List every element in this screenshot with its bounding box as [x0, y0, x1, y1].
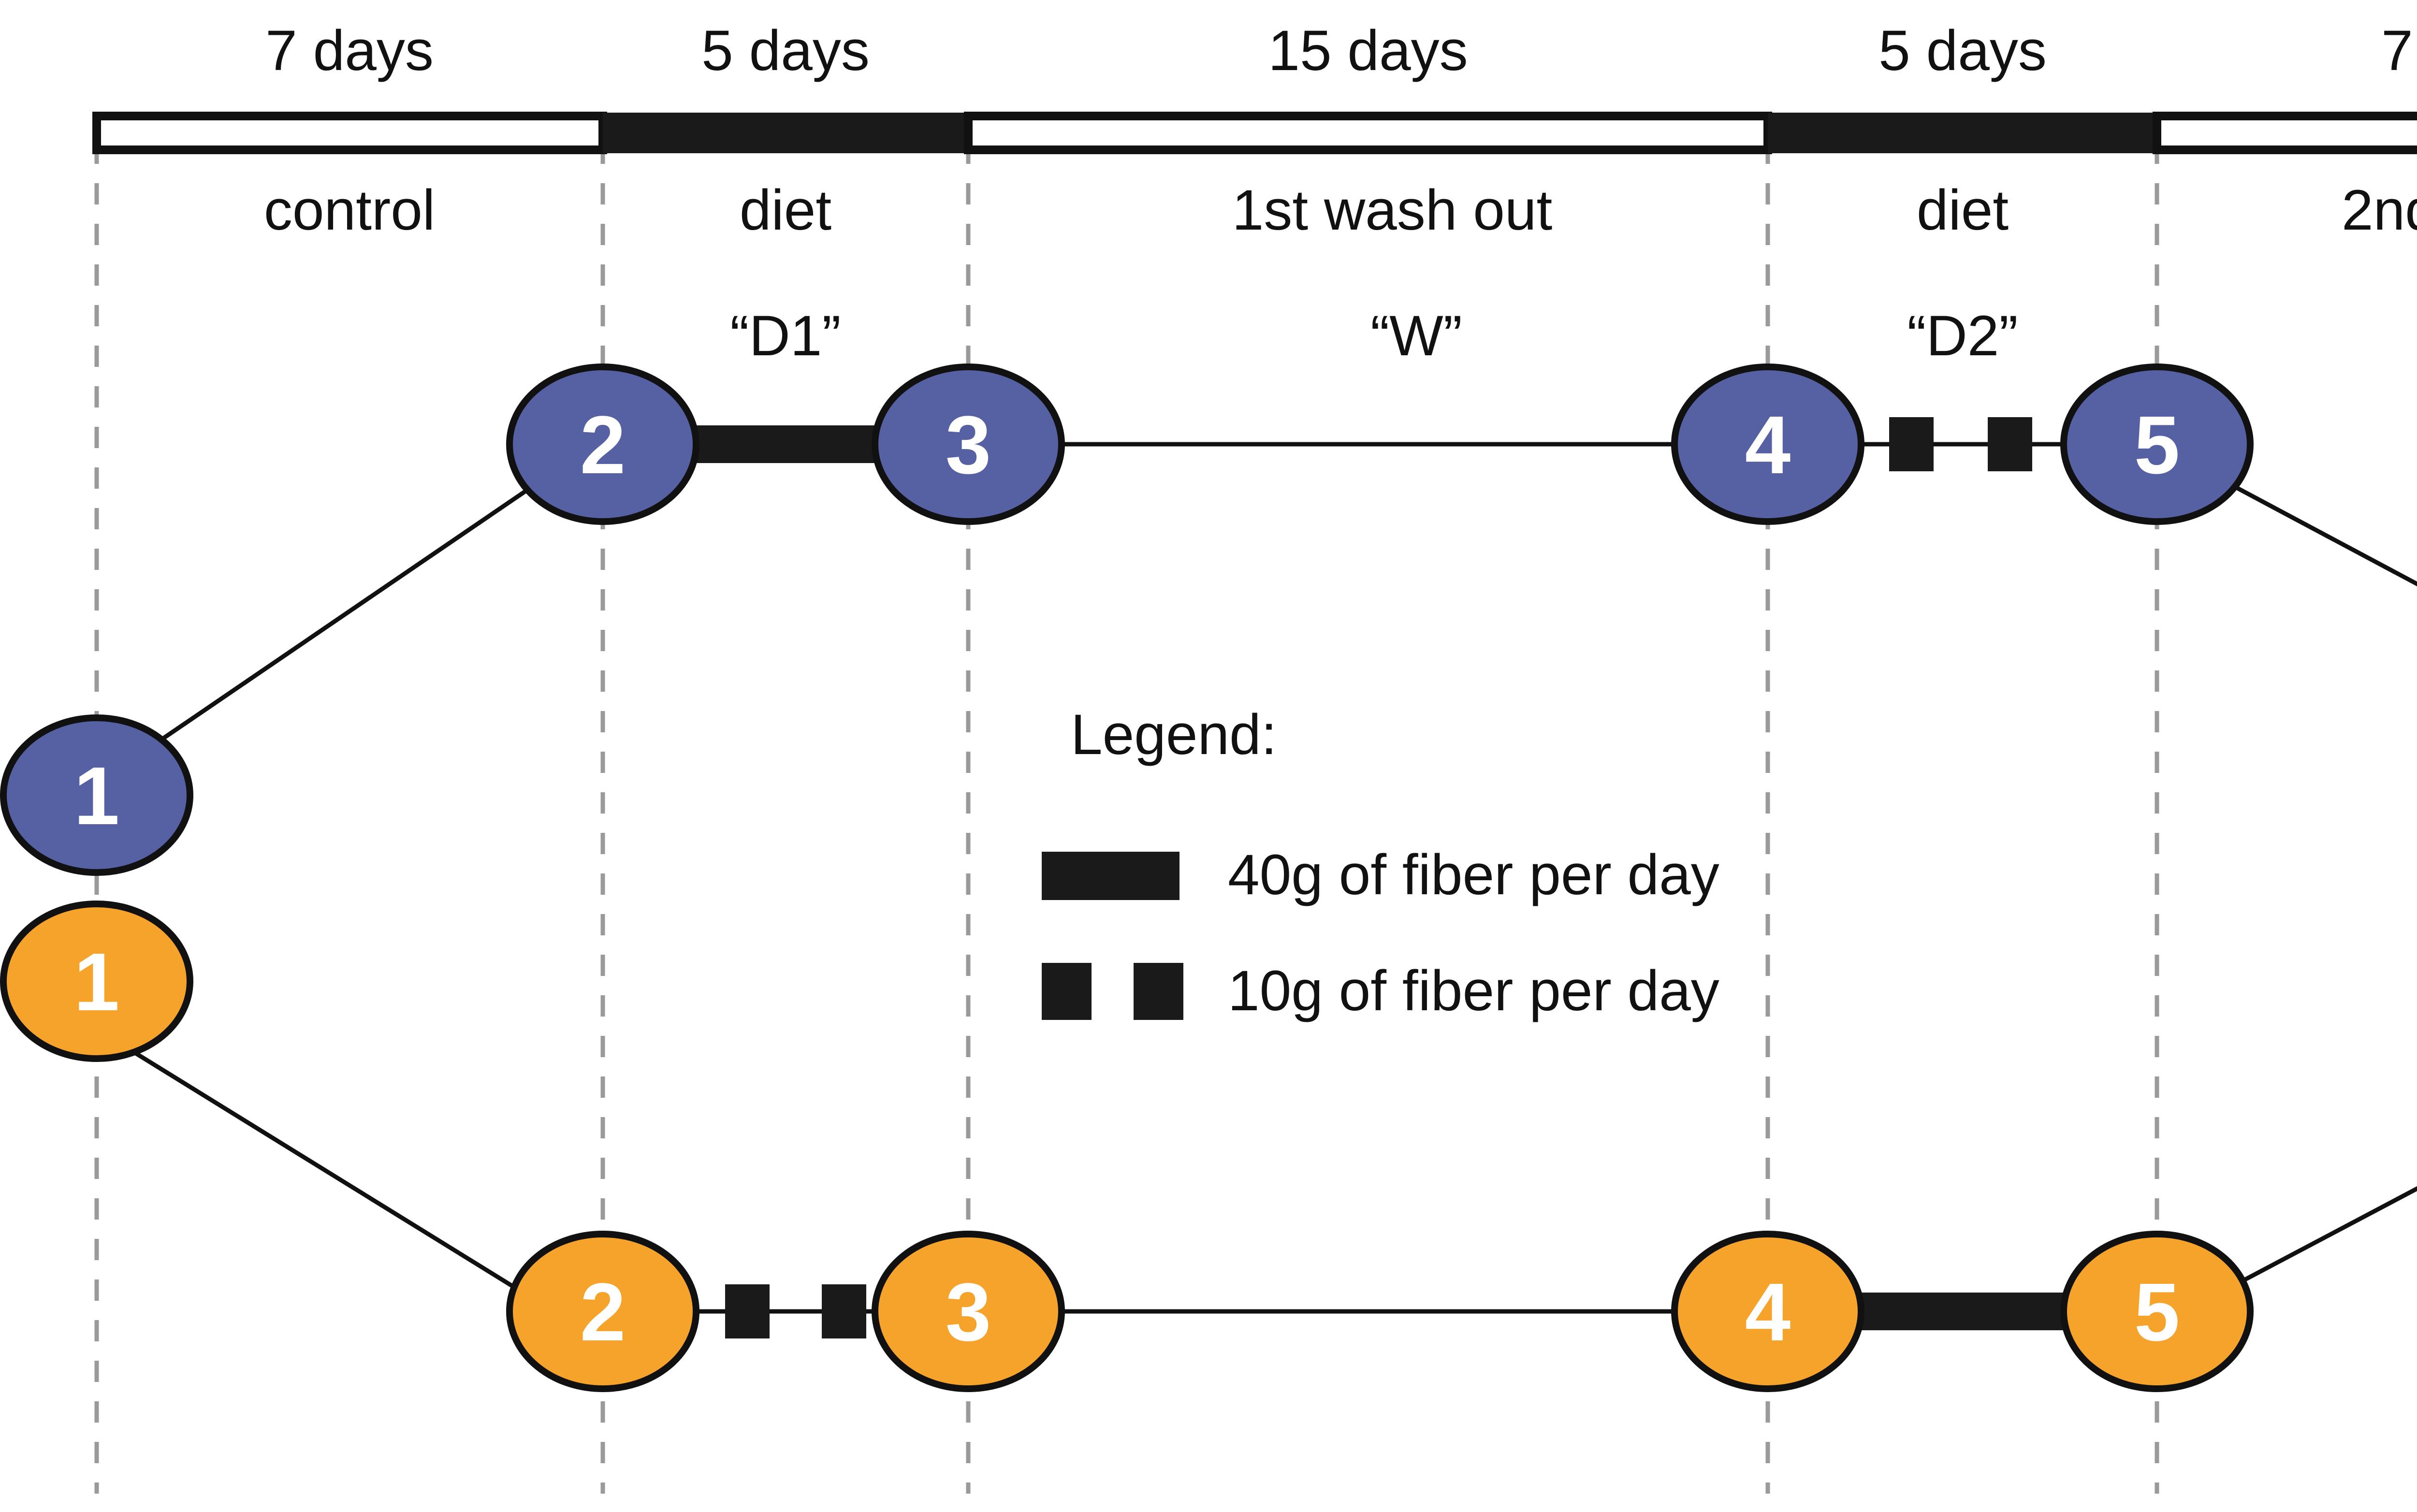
- period-name-label-1: control: [264, 178, 435, 242]
- node-label: 1: [74, 936, 120, 1028]
- node-label: 4: [1745, 399, 1791, 491]
- period-days-label-1: 7 days: [265, 19, 434, 83]
- node-arm-a-visit-2[interactable]: 2: [506, 363, 699, 525]
- node-circle: [2060, 363, 2254, 525]
- period-name-label-4: diet: [1917, 178, 2009, 242]
- legend-label-40g: 40g of fiber per day: [1228, 843, 1719, 907]
- node-arm-b-visit-1[interactable]: 1: [0, 901, 193, 1062]
- node-label: 3: [946, 399, 991, 491]
- timeline-segment-control: [92, 112, 607, 154]
- node-circle: [1671, 1231, 1864, 1392]
- period-name-label-2: diet: [740, 178, 831, 242]
- node-arm-a-visit-5[interactable]: 5: [2060, 363, 2254, 525]
- arm-a-link-4-5-block-2: [1988, 417, 2032, 471]
- legend-title: Legend:: [1071, 703, 1277, 767]
- node-arm-b-visit-5[interactable]: 5: [2060, 1231, 2254, 1392]
- node-circle: [872, 1231, 1065, 1392]
- node-label: 5: [2134, 399, 2180, 491]
- arm-a-link-4-5-block-1: [1889, 417, 1934, 471]
- node-circle: [0, 714, 193, 876]
- node-arm-a-visit-1[interactable]: 1: [0, 714, 193, 876]
- legend-label-10g: 10g of fiber per day: [1228, 959, 1719, 1023]
- legend-swatch-solid-bar: [1042, 852, 1179, 900]
- period-name-label-5: 2nd wash out: [2342, 178, 2417, 242]
- legend-entry-10g: 10g of fiber per day: [1042, 959, 1719, 1023]
- node-arm-a-visit-4[interactable]: 4: [1671, 363, 1864, 525]
- arm-b-link-1-2: [119, 1042, 553, 1312]
- node-circle: [872, 363, 1065, 525]
- arm-b-link-2-3-block-1: [725, 1284, 770, 1338]
- node-circle: [506, 363, 699, 525]
- arm-a-link-1-2: [139, 472, 553, 756]
- node-circle: [506, 1231, 699, 1392]
- legend: Legend: 40g of fiber per day 10g of fibe…: [1042, 703, 1719, 1023]
- node-arm-b-visit-2[interactable]: 2: [506, 1231, 699, 1392]
- arm-b-link-5-6: [2232, 1186, 2417, 1288]
- legend-entry-40g: 40g of fiber per day: [1042, 843, 1719, 907]
- node-arm-b-visit-3[interactable]: 3: [872, 1231, 1065, 1392]
- period-days-label-4: 5 days: [1878, 19, 2047, 83]
- timeline-segment-washout-1: [964, 112, 1772, 154]
- phase-code-label-d1: “D1”: [730, 304, 841, 368]
- timeline-bar: [92, 112, 2417, 154]
- arm-b-path: [119, 1042, 2417, 1338]
- node-circle: [2060, 1231, 2254, 1392]
- node-label: 2: [580, 1266, 626, 1358]
- arm-b-link-2-3-block-2: [822, 1284, 866, 1338]
- node-label: 2: [580, 399, 626, 491]
- node-label: 3: [946, 1266, 991, 1358]
- period-name-labels: control diet 1st wash out diet 2nd wash …: [264, 178, 2417, 242]
- timeline-segment-diet-1: [603, 113, 968, 153]
- period-days-label-3: 15 days: [1268, 19, 1468, 83]
- legend-swatch-dashed-block-1: [1042, 963, 1092, 1020]
- phase-code-labels: “D1” “W” “D2”: [730, 304, 2018, 368]
- node-label: 1: [74, 750, 120, 842]
- node-arm-a-visit-3[interactable]: 3: [872, 363, 1065, 525]
- arm-b-nodes: 1 2 3 4 5 6: [0, 901, 2254, 1392]
- phase-code-label-w: “W”: [1370, 304, 1462, 368]
- timeline-segment-washout-2: [2153, 112, 2417, 154]
- period-days-labels: 7 days 5 days 15 days 5 days 7 days: [265, 19, 2417, 83]
- node-circle: [1671, 363, 1864, 525]
- period-days-label-2: 5 days: [701, 19, 870, 83]
- arm-a-nodes: 1 2 3 4 5 6: [0, 363, 2254, 876]
- period-days-label-5: 7 days: [2381, 19, 2417, 83]
- node-label: 5: [2134, 1266, 2180, 1358]
- node-circle: [0, 901, 193, 1062]
- period-name-label-3: 1st wash out: [1232, 178, 1552, 242]
- node-label: 4: [1745, 1266, 1791, 1358]
- legend-swatch-dashed-block-2: [1134, 963, 1183, 1020]
- timeline-segment-diet-2: [1768, 113, 2157, 153]
- node-arm-b-visit-4[interactable]: 4: [1671, 1231, 1864, 1392]
- phase-code-label-d2: “D2”: [1907, 304, 2018, 368]
- arm-a-link-5-6: [2227, 481, 2417, 587]
